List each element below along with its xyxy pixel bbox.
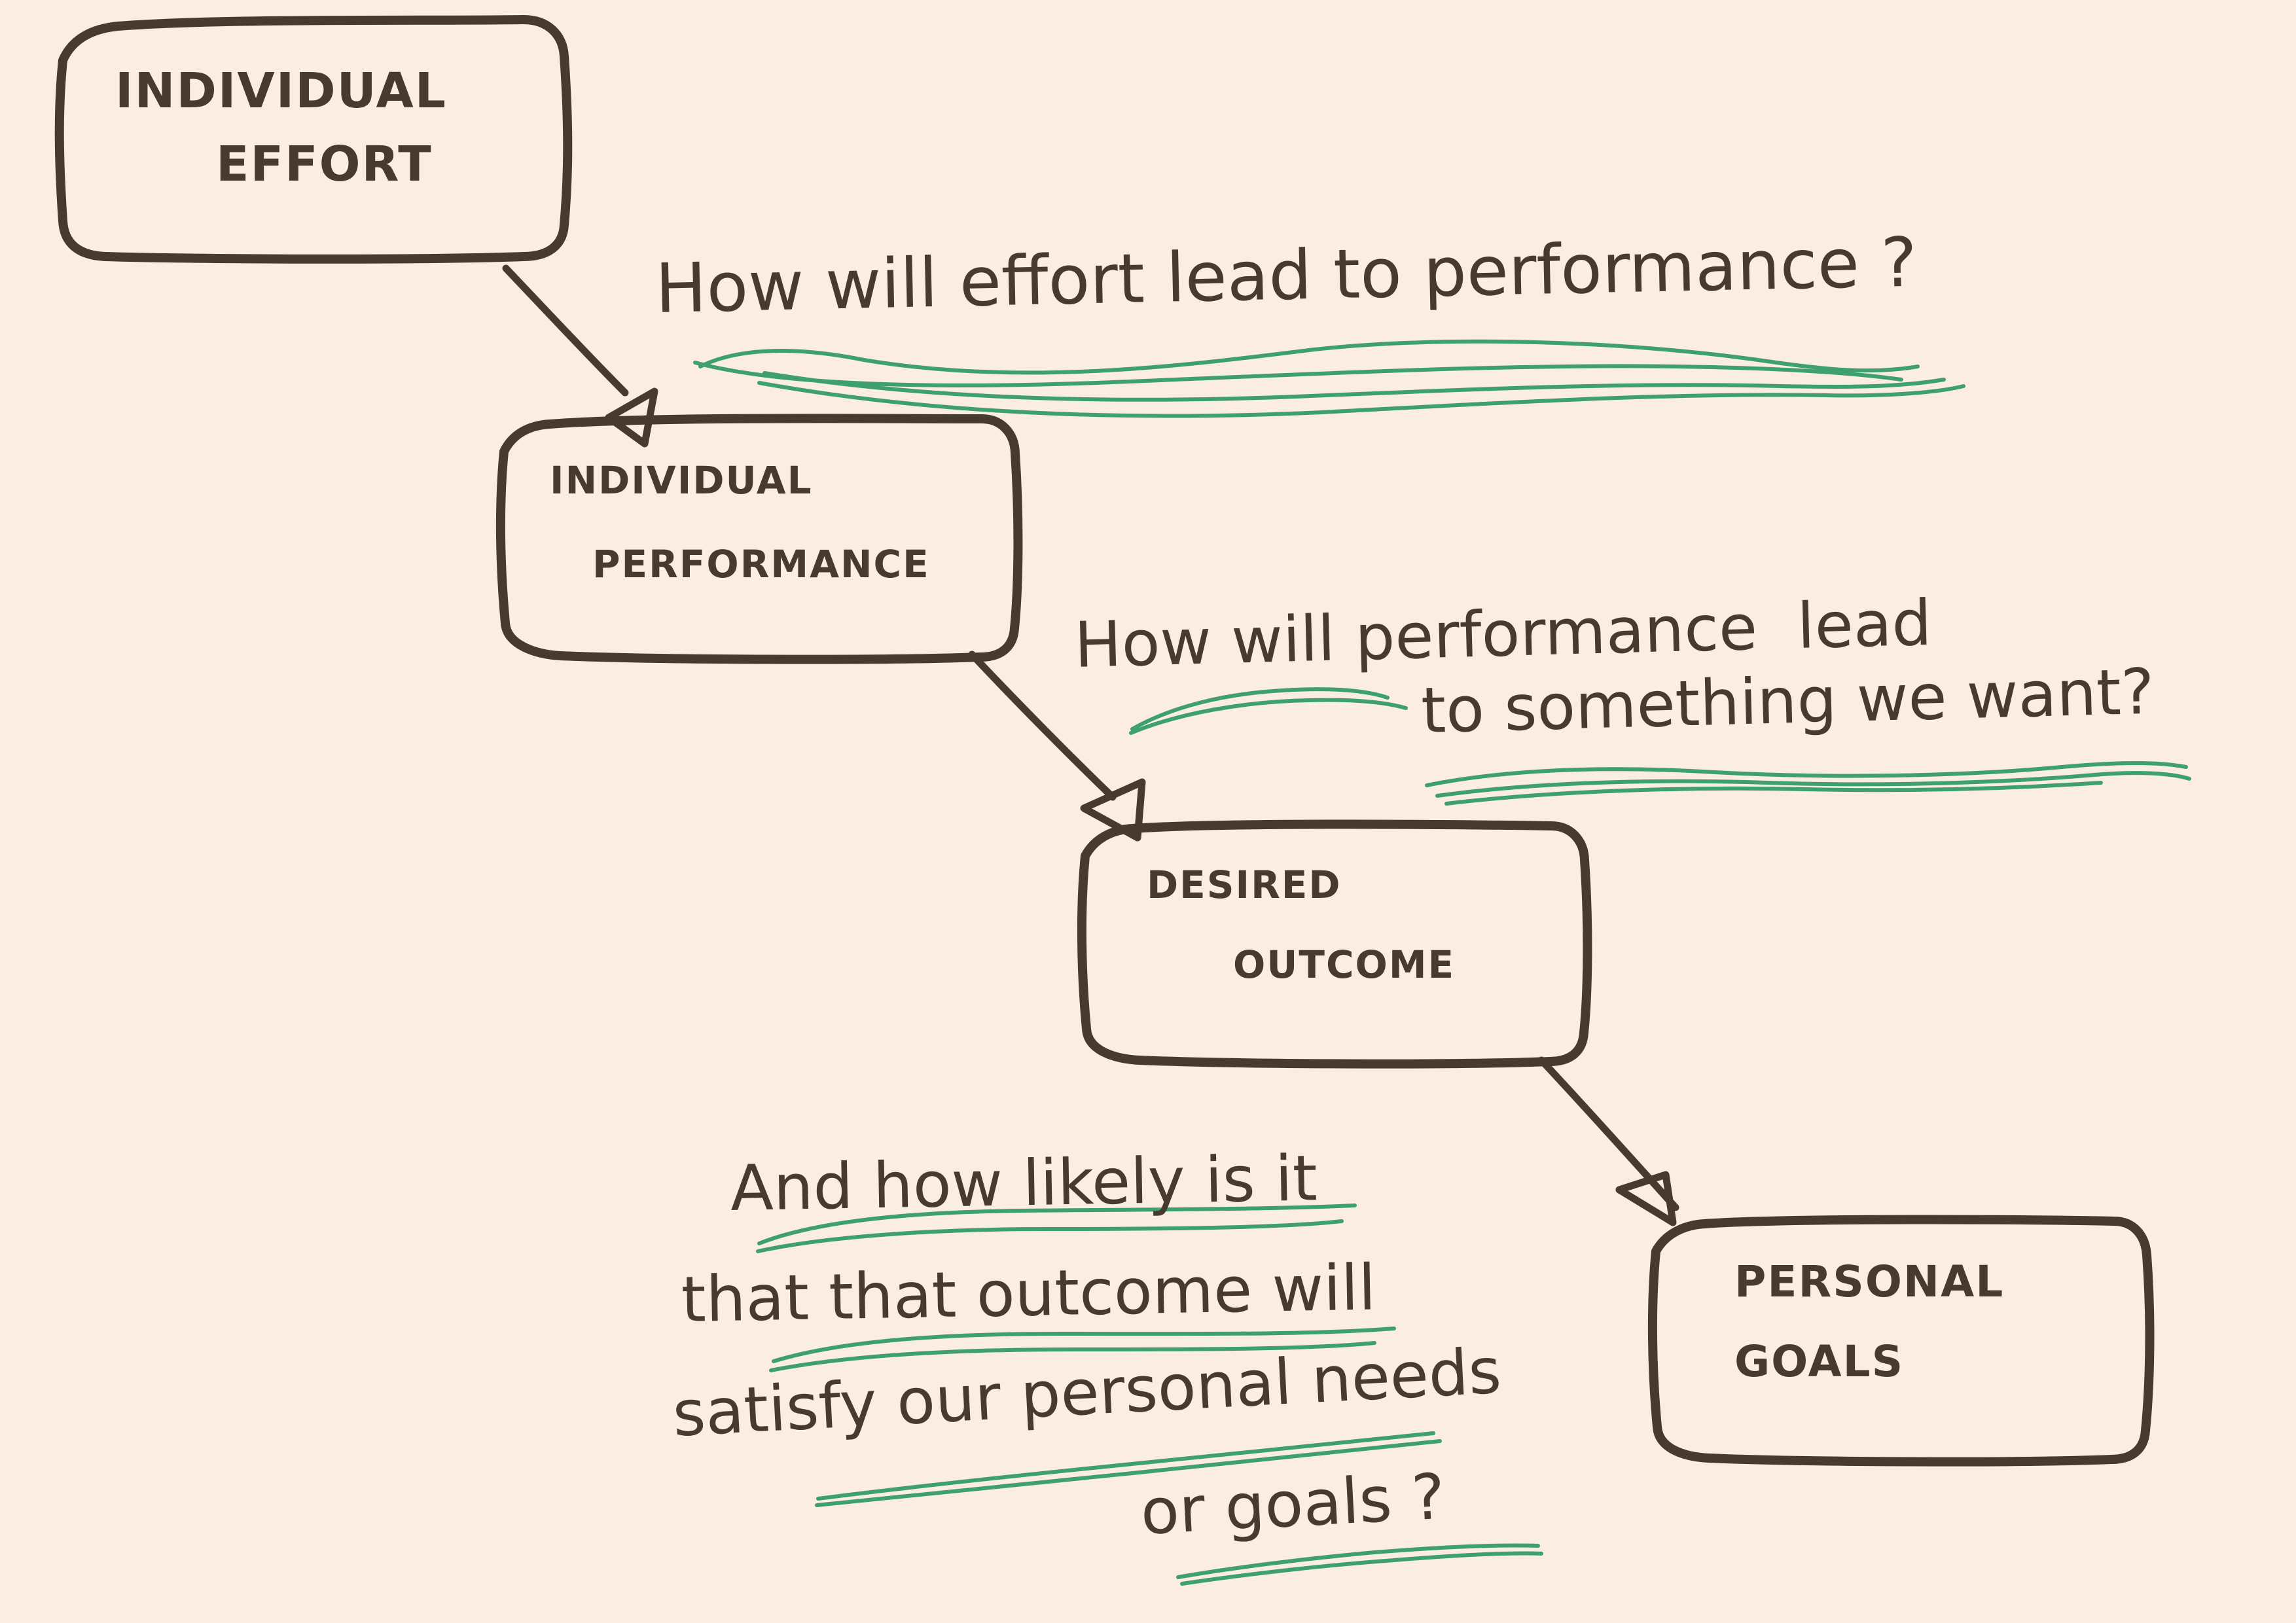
- connector-outcome-to-goals: [1537, 1056, 1679, 1226]
- underline-question-goals-line4: [1176, 1543, 1543, 1586]
- node-box-personal-goals[interactable]: [1647, 1215, 2155, 1467]
- underline-question-goals-line1: [756, 1204, 1357, 1253]
- underline-question-effort-performance: [693, 339, 1965, 418]
- node-box-desired-outcome[interactable]: [1077, 819, 1592, 1069]
- connector-performance-to-outcome: [968, 651, 1146, 842]
- underline-question-goals-line3: [815, 1431, 1442, 1507]
- underline-question-goals-line2: [769, 1327, 1396, 1372]
- node-box-individual-performance[interactable]: [495, 414, 1023, 664]
- underline-question-performance-line1: [1129, 687, 1408, 735]
- underline-question-performance-line2: [1425, 761, 2191, 806]
- node-box-individual-effort[interactable]: [54, 15, 573, 264]
